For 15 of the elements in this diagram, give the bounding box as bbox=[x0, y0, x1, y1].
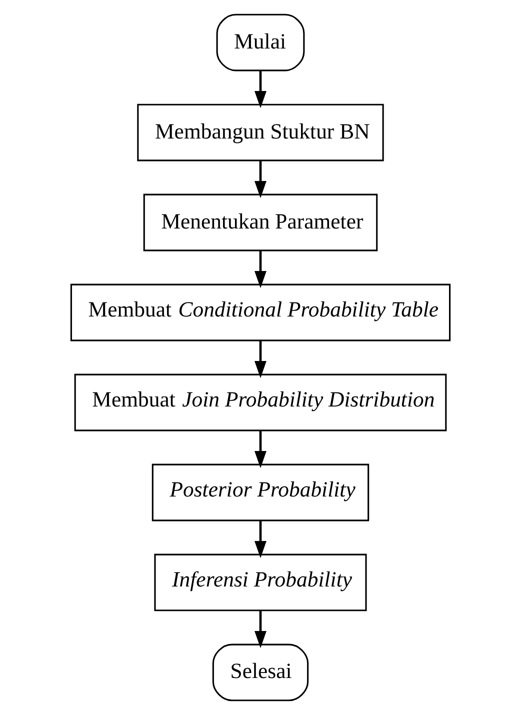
node-box: Menentukan Parameter bbox=[142, 194, 378, 252]
node-box: Membuat Join Probability Distribution bbox=[74, 374, 446, 432]
arrow bbox=[254, 340, 266, 378]
arrow bbox=[254, 520, 266, 558]
node-box: Mulai bbox=[216, 14, 304, 72]
arrow bbox=[254, 70, 266, 108]
node-box: Selesai bbox=[212, 644, 308, 702]
node-box: Inferensi Probability bbox=[154, 554, 366, 612]
node-box: Posterior Probability bbox=[151, 464, 369, 522]
arrow bbox=[254, 610, 266, 648]
arrow bbox=[254, 160, 266, 198]
arrow bbox=[254, 250, 266, 288]
arrow bbox=[254, 430, 266, 468]
node-box: Membangun Stuktur BN bbox=[136, 104, 384, 162]
node-box: Membuat Conditional Probability Table bbox=[70, 284, 450, 342]
